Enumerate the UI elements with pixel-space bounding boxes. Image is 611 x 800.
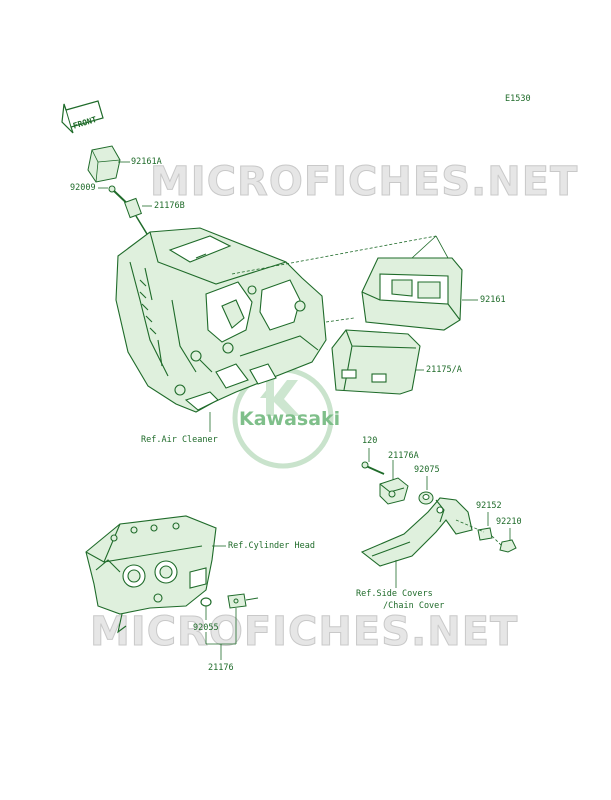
part-120 bbox=[361, 448, 385, 475]
air-cleaner-housing bbox=[115, 227, 327, 413]
label-ref-air-cleaner: Ref.Air Cleaner bbox=[141, 435, 218, 445]
part-92075 bbox=[418, 476, 434, 505]
part-21176 bbox=[227, 593, 259, 609]
label-92161A: 92161A bbox=[131, 157, 162, 167]
logo-text: Kawasaki bbox=[239, 408, 341, 430]
part-92055 bbox=[200, 597, 212, 607]
label-ref-cylinder-head: Ref.Cylinder Head bbox=[228, 541, 315, 551]
label-92210: 92210 bbox=[496, 517, 522, 527]
label-120: 120 bbox=[362, 436, 378, 446]
label-21175A: 21175/A bbox=[426, 365, 462, 375]
part-92152 bbox=[477, 512, 493, 541]
label-21176A: 21176A bbox=[388, 451, 419, 461]
watermark-bottom: MICROFICHES.NET bbox=[89, 609, 519, 655]
part-92161A bbox=[87, 145, 121, 183]
label-chain-cover: /Chain Cover bbox=[383, 601, 445, 611]
part-92161 bbox=[361, 257, 463, 331]
label-92009: 92009 bbox=[70, 183, 96, 193]
label-92055: 92055 bbox=[193, 623, 219, 633]
label-92075: 92075 bbox=[414, 465, 440, 475]
cylinder-head bbox=[85, 515, 217, 634]
part-92210 bbox=[499, 528, 517, 553]
label-92161: 92161 bbox=[480, 295, 506, 305]
label-ref-side-covers: Ref.Side Covers bbox=[356, 589, 433, 599]
part-21176A bbox=[379, 460, 409, 505]
diagram-code: E1530 bbox=[505, 94, 531, 104]
label-21176B: 21176B bbox=[154, 201, 185, 211]
sensor-bracket bbox=[360, 497, 473, 567]
label-92152: 92152 bbox=[476, 501, 502, 511]
label-21176: 21176 bbox=[208, 663, 234, 673]
front-arrow-icon bbox=[61, 100, 104, 134]
watermark-top: MICROFICHES.NET bbox=[149, 159, 579, 205]
part-21175A bbox=[331, 329, 421, 395]
